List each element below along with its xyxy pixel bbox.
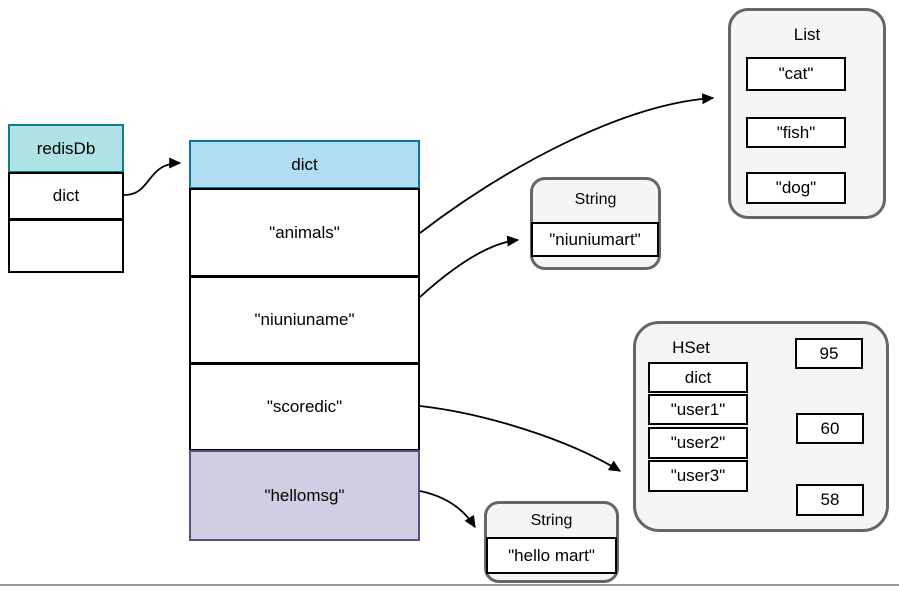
edge-hellomsg-to-string <box>419 490 476 529</box>
hset-value-95: 95 <box>795 338 863 369</box>
edge-redisdb-to-dict <box>123 157 182 196</box>
redisdb-cell-empty <box>8 219 124 273</box>
hset-value-58: 58 <box>796 484 864 516</box>
dict-key-niuniuname: "niuniuname" <box>189 276 420 364</box>
list-item-dog: "dog" <box>746 172 846 204</box>
dict-key-hellomsg: "hellomsg" <box>189 450 420 541</box>
hset-row-user2: "user2" <box>648 427 748 459</box>
hset-row-user1: "user1" <box>648 394 748 425</box>
redisdb-header: redisDb <box>8 124 124 173</box>
dict-key-animals: "animals" <box>189 188 420 277</box>
edge-scoredic-to-hset <box>419 405 622 472</box>
string1-title: String <box>574 191 617 208</box>
list-item-fish: "fish" <box>746 117 846 148</box>
hset-title: HSet <box>672 338 710 357</box>
dict-header: dict <box>189 140 420 189</box>
redisdb-cell-dict: dict <box>8 172 124 220</box>
edge-niuniuname-to-string <box>419 235 520 298</box>
hset-row-user3: "user3" <box>648 460 748 492</box>
list-title: List <box>793 25 821 44</box>
string1-value: "niuniumart" <box>531 222 659 257</box>
hset-row-dict: dict <box>648 362 748 393</box>
string2-title: String <box>530 512 573 529</box>
string2-value: "hello mart" <box>486 537 617 574</box>
dict-key-scoredic: "scoredic" <box>189 363 420 451</box>
list-item-cat: "cat" <box>746 57 846 91</box>
hset-value-60: 60 <box>796 413 864 444</box>
bottom-divider <box>0 584 899 586</box>
